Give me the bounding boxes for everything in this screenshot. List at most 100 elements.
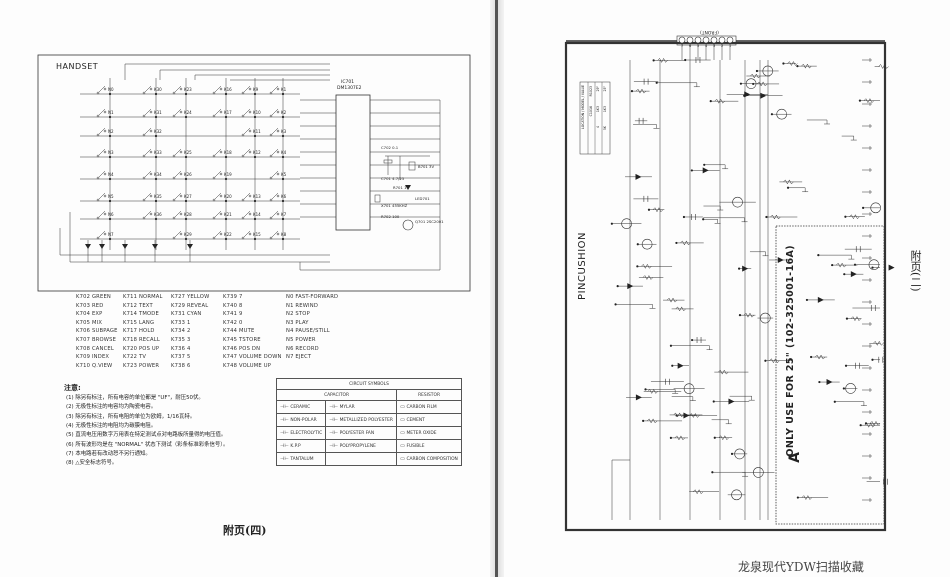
junction-dot [281,134,285,138]
junction-dot [253,115,257,119]
key-label: K22 [224,232,232,237]
symbol-cell: ⊣⊢ K.P.P [275,439,327,453]
resistor-icon [814,354,826,360]
note-line: (8) △安全标志符号。 [66,460,118,467]
part-label: X701 455KHZ [381,203,408,208]
key-switch-icon [276,150,280,154]
key-switch-blade [243,210,251,218]
crystal-icon [374,194,381,203]
table-cell: 5K [603,126,607,131]
junction-dot [805,298,809,302]
key-label: K28 [184,212,192,217]
key-switch-icon [248,110,252,114]
resistor-icon [801,494,813,501]
junction-dot [713,436,716,439]
junction-dot [224,155,228,159]
legend-item: N0 FAST-FORWARD [286,294,339,300]
junction-dot [765,215,768,219]
junction-dot [752,82,755,86]
junction-dot [671,364,674,367]
note-line: (1) 除另有标注，所有电容的单位都是 "UF"，耐压50伏。 [66,395,204,401]
key-label: K9 [253,87,259,92]
junction-dot [845,317,849,320]
junction-dot [108,177,112,181]
junction-dot [108,134,112,138]
part-label: R702 100 [381,214,400,219]
key-switch-icon [96,236,100,240]
pin-number: 6 [689,44,692,48]
junction-dot [154,155,158,159]
table-cell: 1K3 [596,106,600,113]
key-switch-blade [271,192,279,200]
junction-dot [711,471,714,474]
key-label: K11 [253,129,261,134]
key-switch-blade [98,108,106,116]
resistor-icon [783,179,794,185]
key-switch-icon [212,154,216,158]
capacitor-symbol-icon: ⊣⊢ [280,417,291,423]
key-switch-blade [243,85,251,93]
key-switch-icon [276,172,280,176]
capacitor-symbol-icon: ⊣⊢ [329,417,340,423]
junction-dot [224,217,228,221]
legend-item: K740 8 [223,302,243,309]
key-switch-icon [276,232,280,236]
key-switch-blade [144,148,152,156]
key-switch-icon [142,114,146,118]
key-switch-icon [219,194,223,198]
key-switch-blade [174,170,182,178]
transistor-icon [683,383,695,395]
capacitor-symbol-icon: ⊣⊢ [329,404,340,410]
connector-pin-icon [718,36,726,44]
key-switch-blade [271,127,279,135]
key-switch-icon [103,172,107,176]
ic-part: DM1307E2 [337,86,362,91]
key-switch-blade [144,192,152,200]
junction-dot [844,364,848,367]
junction-dot [281,177,285,181]
resistor-icon [849,214,860,220]
resistor-symbol-icon: ▭ [400,456,407,462]
key-switch-icon [149,212,153,216]
key-switch-icon [241,154,245,158]
key-switch-icon [103,129,107,133]
resistor-icon [674,435,686,441]
symbol-cell: ⊣⊢ POLYPROPYLENE [325,439,398,453]
junction-dot [684,58,687,62]
pincushion-label: PINCUSHION [577,232,588,300]
resistor-icon [635,88,647,94]
junction-dot [154,177,158,181]
led-icon [405,185,411,190]
symbol-name: MYLAR [339,405,355,410]
junction-dot [764,359,767,362]
symbol-row: ⊣⊢ K.P.P⊣⊢ POLYPROPYLENE▭ FUSIBLE [275,439,462,453]
capacitor-symbol-icon: ⊣⊢ [280,456,291,462]
key-switch-blade [214,170,222,178]
junction-dot [636,243,639,246]
key-label: K3 [281,129,287,134]
key-switch-blade [271,85,279,93]
junction-dot [253,199,257,203]
key-switch-icon [212,198,216,202]
junction-dot [224,177,228,181]
diode-icon [760,92,767,99]
key-switch-icon [248,212,252,216]
key-label: K1 [281,87,287,92]
diode-icon [702,167,709,174]
junction-dot [647,208,651,211]
junction-dot [833,400,836,403]
junction-dot [630,90,634,93]
key-label: K19 [224,172,232,177]
transistor-icon [731,489,742,501]
key-switch-icon [172,154,176,158]
legend-item: K714 TMODE [123,311,159,318]
key-switch-icon [276,194,280,198]
resistor-icon [787,60,798,67]
resistor-symbol-icon: ▭ [400,417,407,423]
junction-dot [739,82,743,85]
junction-dot [224,237,228,241]
pin-number: 3 [713,44,716,48]
table-header: C1016 [589,106,593,117]
key-switch-icon [219,110,223,114]
legend-item: K718 RECALL [123,337,160,343]
